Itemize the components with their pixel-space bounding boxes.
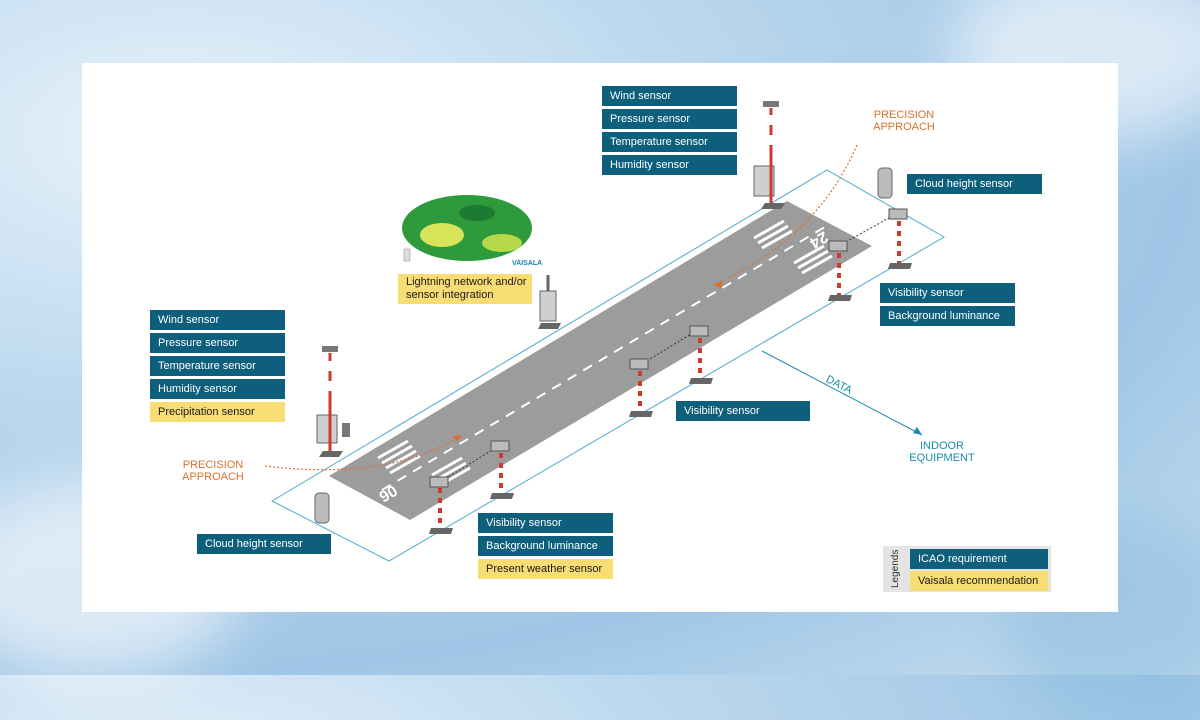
left-precipitation-sensor-label: Precipitation sensor: [150, 402, 285, 422]
lightning-world-map: VAISALA: [402, 195, 542, 267]
runway-illustration: 24 06: [264, 101, 945, 562]
precision-approach-top-label: PRECISION APPROACH: [873, 109, 935, 133]
left-cloud-height-sensor-label: Cloud height sensor: [197, 534, 331, 554]
legend: Legends ICAO requirement Vaisala recomme…: [883, 546, 1051, 592]
lightning-sensor: [538, 275, 561, 329]
bottom-background-luminance-label: Background luminance: [478, 536, 613, 556]
runway-number-top: 24: [806, 228, 830, 252]
top-wind-sensor-label: Wind sensor: [602, 86, 737, 106]
bottom-present-weather-sensor-label: Present weather sensor: [478, 559, 613, 579]
bottom-visibility-sensor-label: Visibility sensor: [478, 513, 613, 533]
precision-approach-bottom-label: PRECISION APPROACH: [182, 459, 244, 483]
legend-icao-requirement: ICAO requirement: [910, 549, 1048, 569]
left-temperature-sensor-label: Temperature sensor: [150, 356, 285, 376]
cloud-height-sensor-right: [877, 167, 893, 199]
weather-station-left: [316, 346, 350, 457]
left-humidity-sensor-label: Humidity sensor: [150, 379, 285, 399]
sensor-poles: [429, 208, 912, 534]
cloud-height-sensor-left: [314, 492, 330, 524]
right-background-luminance-label: Background luminance: [880, 306, 1015, 326]
weather-station-top: [753, 101, 785, 209]
left-wind-sensor-label: Wind sensor: [150, 310, 285, 330]
vaisala-logo: VAISALA: [512, 260, 542, 267]
top-humidity-sensor-label: Humidity sensor: [602, 155, 737, 175]
legend-title: Legends: [890, 549, 901, 589]
runway-number-bottom: 06: [376, 481, 400, 505]
left-pressure-sensor-label: Pressure sensor: [150, 333, 285, 353]
right-cloud-height-sensor-label: Cloud height sensor: [907, 174, 1042, 194]
right-visibility-sensor-label: Visibility sensor: [880, 283, 1015, 303]
indoor-equipment-label: INDOOR EQUIPMENT: [909, 440, 975, 464]
top-pressure-sensor-label: Pressure sensor: [602, 109, 737, 129]
diagram-card: 24 06: [82, 63, 1118, 612]
mid-visibility-sensor-label: Visibility sensor: [676, 401, 810, 421]
lightning-network-label: Lightning network and/or sensor integrat…: [398, 274, 532, 304]
legend-vaisala-recommendation: Vaisala recommendation: [910, 571, 1048, 591]
top-temperature-sensor-label: Temperature sensor: [602, 132, 737, 152]
